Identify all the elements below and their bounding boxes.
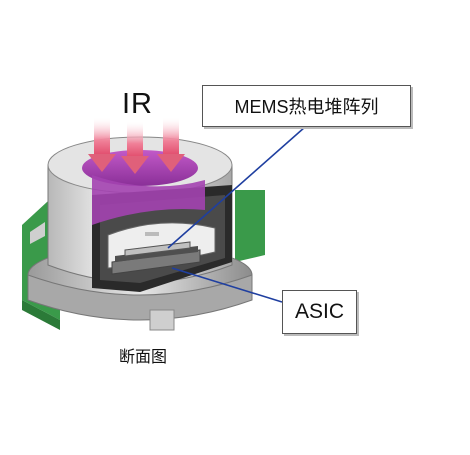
asic-callout-line [171, 267, 283, 303]
ir-label: IR [122, 88, 153, 120]
asic-callout-box: ASIC [282, 290, 357, 334]
mems-thermopile-array [124, 232, 191, 257]
mems-callout-box: MEMS热电堆阵列 [202, 85, 411, 127]
ir-radiation-arrows [88, 118, 185, 174]
mems-callout-line [167, 126, 306, 249]
asic-callout-text: ASIC [294, 300, 344, 323]
mems-callout-text: MEMS热电堆阵列 [234, 97, 379, 117]
figure-caption: 断面图 [119, 347, 168, 366]
